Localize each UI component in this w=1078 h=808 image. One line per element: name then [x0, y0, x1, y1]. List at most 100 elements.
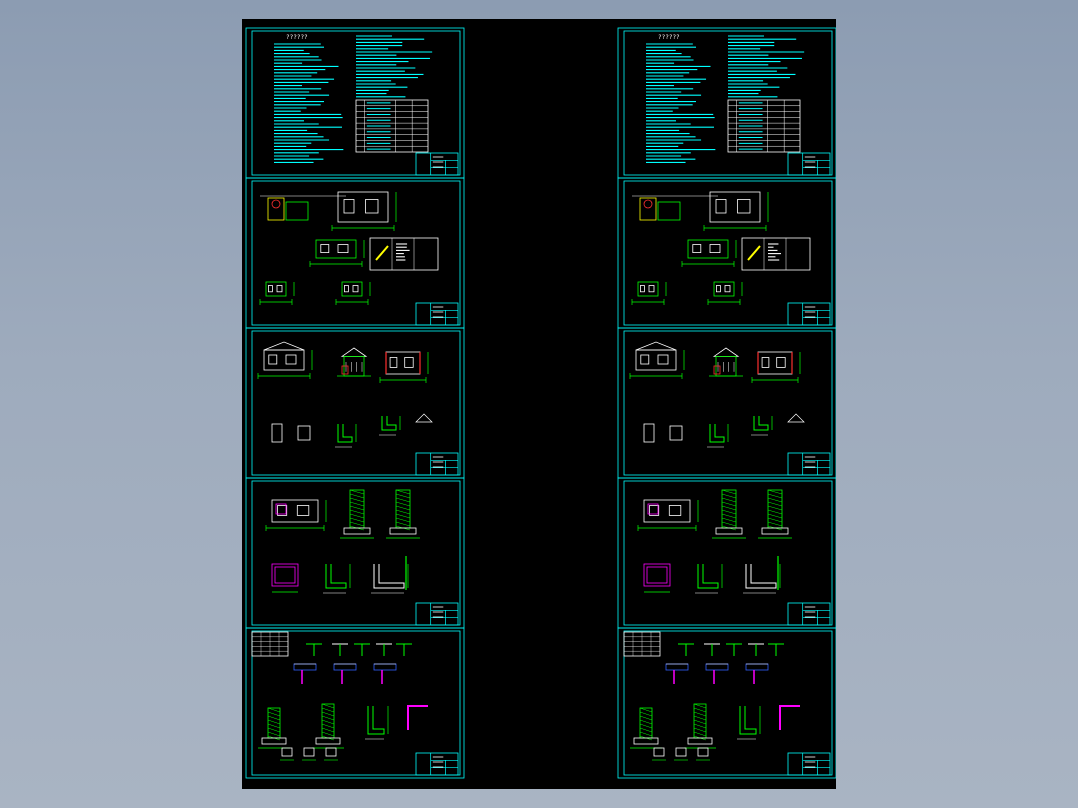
sheet-outer-frame [245, 327, 465, 479]
title-block [415, 752, 459, 776]
foundation-plan [265, 499, 327, 531]
wall-corner-detail [737, 706, 761, 740]
sheet-outer-frame [617, 327, 836, 479]
column-detail-1 [630, 707, 662, 749]
drawing-column-right: ?????? [617, 27, 836, 779]
foundation-plan [637, 499, 699, 531]
sheet-inner-frame [623, 330, 833, 476]
wall-section-2 [743, 564, 781, 594]
window-detail [297, 425, 311, 441]
sheet-inner-frame [623, 630, 833, 776]
cad-drawing-canvas[interactable]: ?????? ?????? [242, 19, 836, 789]
eave-detail [751, 416, 773, 436]
title-block [415, 602, 459, 626]
sheet-cover-notes-right: ?????? [617, 27, 836, 179]
front-elevation [309, 239, 365, 267]
sheet-inner-frame [251, 330, 461, 476]
eave-detail [379, 416, 401, 436]
rebar-schedule [623, 631, 661, 657]
sheet-outer-frame [245, 627, 465, 779]
joint-detail-4 [748, 643, 764, 656]
sheet-outer-frame [617, 477, 836, 629]
joint-detail-5 [768, 643, 784, 656]
sheet-elevations-details-right [617, 327, 836, 479]
section-view [379, 351, 429, 383]
ring-beam-plan [271, 563, 299, 593]
door-detail [643, 423, 655, 443]
side-elevation [337, 347, 371, 377]
drawing-index-table [727, 99, 801, 153]
legend-table [369, 237, 439, 271]
sheet-construction-details-left [245, 627, 465, 779]
sheet-site-plan-sections-left [245, 177, 465, 329]
cover-heading-right: ?????? [658, 34, 680, 41]
parapet-detail [707, 424, 729, 448]
section-view [751, 351, 801, 383]
sheet-inner-frame [251, 480, 461, 626]
sheet-inner-frame [251, 630, 461, 776]
title-block [787, 452, 831, 476]
floor-plan [703, 191, 769, 231]
sheet-inner-frame [251, 30, 461, 176]
connection-detail-3 [745, 663, 769, 684]
south-elevation [257, 349, 313, 379]
column-detail-1 [258, 707, 290, 749]
title-block [415, 452, 459, 476]
joint-detail-2 [332, 643, 348, 656]
connection-detail-2 [333, 663, 357, 684]
sheet-outer-frame [617, 627, 836, 779]
joint-detail-3 [726, 643, 742, 656]
sheet-cover-notes-left: ?????? [245, 27, 465, 179]
sheet-inner-frame [623, 180, 833, 326]
connection-detail-1 [665, 663, 689, 684]
sheet-foundation-walls-right [617, 477, 836, 629]
small-section-2 [302, 747, 316, 761]
site-plan [260, 195, 346, 221]
sheet-foundation-walls-left [245, 477, 465, 629]
rebar-schedule [251, 631, 289, 657]
column-detail-2 [684, 703, 716, 749]
cad-model-viewport[interactable]: ?????? ?????? ?????? [242, 19, 836, 789]
front-elevation [681, 239, 737, 267]
sheet-inner-frame [623, 480, 833, 626]
south-elevation [629, 349, 685, 379]
title-block [787, 752, 831, 776]
ring-beam-plan [643, 563, 671, 593]
sheet-site-plan-sections-right [617, 177, 836, 329]
wall-corner-detail [365, 706, 389, 740]
cover-heading-left: ?????? [286, 34, 308, 41]
floor-plan [331, 191, 397, 231]
footing-section-2 [758, 489, 792, 539]
door-detail [271, 423, 283, 443]
small-section-1 [280, 747, 294, 761]
detail-section-b [707, 281, 743, 305]
footing-section-1 [712, 489, 746, 539]
joint-detail-2 [704, 643, 720, 656]
column-detail-2 [312, 703, 344, 749]
drawing-column-left: ?????? [245, 27, 465, 779]
connection-detail-3 [373, 663, 397, 684]
wall-section-1 [323, 564, 351, 594]
joint-detail-1 [306, 643, 322, 656]
sheet-outer-frame [617, 177, 836, 329]
wall-section-2 [371, 564, 409, 594]
connection-detail-2 [705, 663, 729, 684]
title-block [787, 152, 831, 176]
detail-section-a [631, 281, 667, 305]
sheet-outer-frame [245, 477, 465, 629]
sheet-outer-frame [245, 177, 465, 329]
small-section-3 [696, 747, 710, 761]
small-section-1 [652, 747, 666, 761]
joint-detail-1 [678, 643, 694, 656]
wall-section-1 [695, 564, 723, 594]
small-section-3 [324, 747, 338, 761]
parapet-detail [335, 424, 357, 448]
corner-joint [779, 705, 800, 730]
sheet-construction-details-right [617, 627, 836, 779]
joint-detail-5 [396, 643, 412, 656]
corner-joint [407, 705, 428, 730]
sheet-elevations-details-left [245, 327, 465, 479]
small-section-2 [674, 747, 688, 761]
legend-table [741, 237, 811, 271]
title-block [415, 152, 459, 176]
